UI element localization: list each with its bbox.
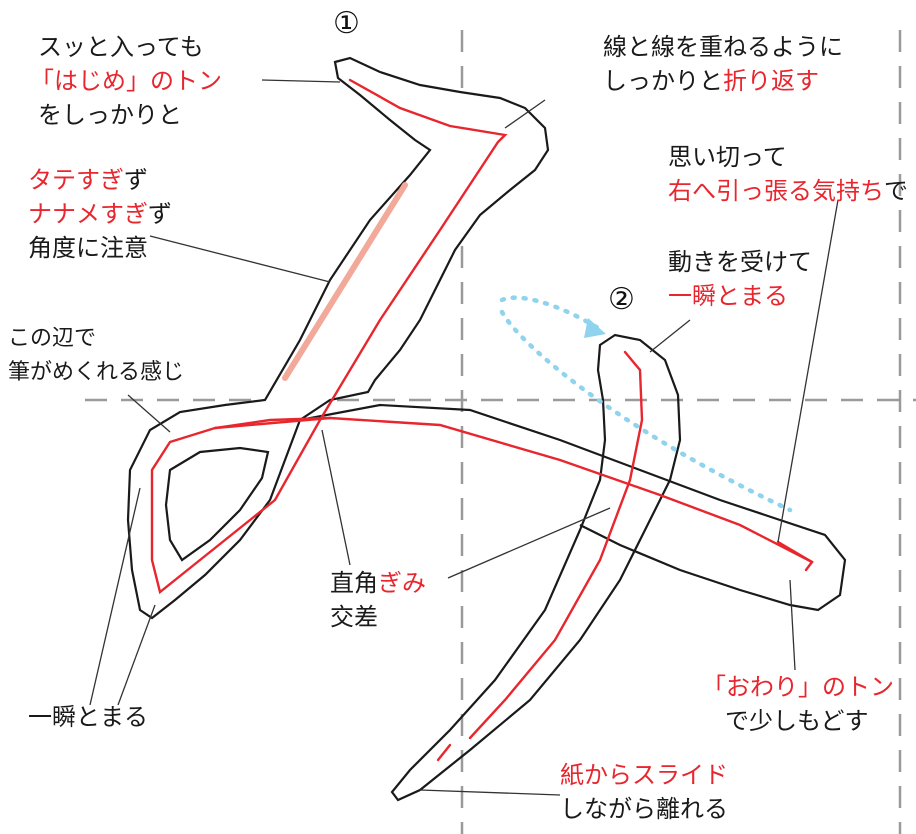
stroke1-marker: ① bbox=[333, 6, 360, 41]
stroke2-marker: ② bbox=[608, 282, 635, 317]
leader-cross-right bbox=[447, 507, 611, 579]
motion-arrow-head bbox=[584, 318, 606, 338]
fold-note-line2a: しっかりと bbox=[603, 67, 723, 95]
cross-note-line1b: ぎみ bbox=[378, 569, 426, 597]
stroke1-loop-hole bbox=[164, 446, 270, 562]
pull-note-line2: 右へ引っ張る気持ちで bbox=[668, 174, 908, 208]
slide-note-line2: しながら離れる bbox=[560, 795, 728, 823]
end-note-line2: で少しもどす bbox=[725, 707, 869, 735]
edge-note-line1: この辺で bbox=[8, 326, 97, 351]
angle-guide-line bbox=[282, 182, 408, 381]
stop-note-line1: 動きを受けて bbox=[668, 248, 812, 276]
leader-pause-2 bbox=[117, 604, 156, 706]
start-note-line3: をしっかりと bbox=[38, 101, 182, 129]
start-note-line2: 「はじめ」のトン bbox=[30, 67, 222, 95]
motion-arrows bbox=[499, 295, 793, 513]
horizontal-sweep-outline bbox=[299, 403, 847, 612]
stroke1-path bbox=[150, 78, 508, 595]
pull-note-line1: 思い切って bbox=[668, 143, 787, 171]
angle-note-line1a: タテすぎ bbox=[28, 166, 124, 194]
pull-note-line2a: 右へ引っ張る気持ち bbox=[668, 177, 884, 205]
stroke2-outline bbox=[390, 333, 682, 802]
start-note-line1: スッと入っても bbox=[38, 33, 204, 61]
pause-note: 一瞬とまる bbox=[28, 703, 148, 731]
stroke-path-guides bbox=[150, 78, 814, 762]
leader-fold bbox=[504, 99, 546, 129]
leader-slide bbox=[419, 789, 561, 796]
leader-start bbox=[261, 79, 341, 83]
motion-arrow-return bbox=[499, 309, 793, 513]
motion-arrow-curve bbox=[499, 295, 601, 331]
angle-note-line3: 角度に注意 bbox=[28, 234, 148, 262]
angle-note-line2: ナナメすぎず bbox=[28, 197, 172, 231]
slide-note-line1: 紙からスライド bbox=[560, 761, 728, 789]
angle-note-line1: タテすぎず bbox=[28, 163, 148, 197]
leader-pull bbox=[777, 199, 839, 543]
stroke2-tail-path bbox=[436, 743, 452, 762]
sweep-path bbox=[213, 416, 814, 564]
leader-edge bbox=[127, 394, 171, 433]
leader-angle bbox=[149, 235, 331, 283]
leader-pause-1 bbox=[89, 487, 141, 706]
angle-note-line2a: ナナメすぎ bbox=[28, 200, 148, 228]
cross-note-line1a: 直角 bbox=[330, 569, 378, 597]
angle-note-line1b: ず bbox=[124, 166, 148, 194]
fold-note-line2: しっかりと折り返す bbox=[603, 64, 819, 98]
cross-note-line1: 直角ぎみ bbox=[330, 566, 426, 600]
end-note-line1: 「おわり」のトン bbox=[702, 673, 894, 701]
angle-note-line2b: ず bbox=[148, 200, 172, 228]
stop-note-line2: 一瞬とまる bbox=[668, 282, 788, 310]
edge-note-line2: 筆がめくれる感じ bbox=[8, 360, 185, 385]
leader-end bbox=[789, 579, 796, 671]
stroke2-path bbox=[468, 350, 644, 740]
cross-note-line2: 交差 bbox=[330, 603, 378, 631]
pull-note-line2b: で bbox=[884, 177, 908, 205]
end-tick-path bbox=[776, 540, 814, 572]
fold-note-line1: 線と線を重ねるように bbox=[603, 33, 843, 61]
leader-lines bbox=[89, 79, 839, 796]
fold-note-line2b: 折り返す bbox=[723, 67, 819, 95]
leader-stop bbox=[649, 319, 691, 353]
leader-cross-left bbox=[321, 429, 351, 566]
